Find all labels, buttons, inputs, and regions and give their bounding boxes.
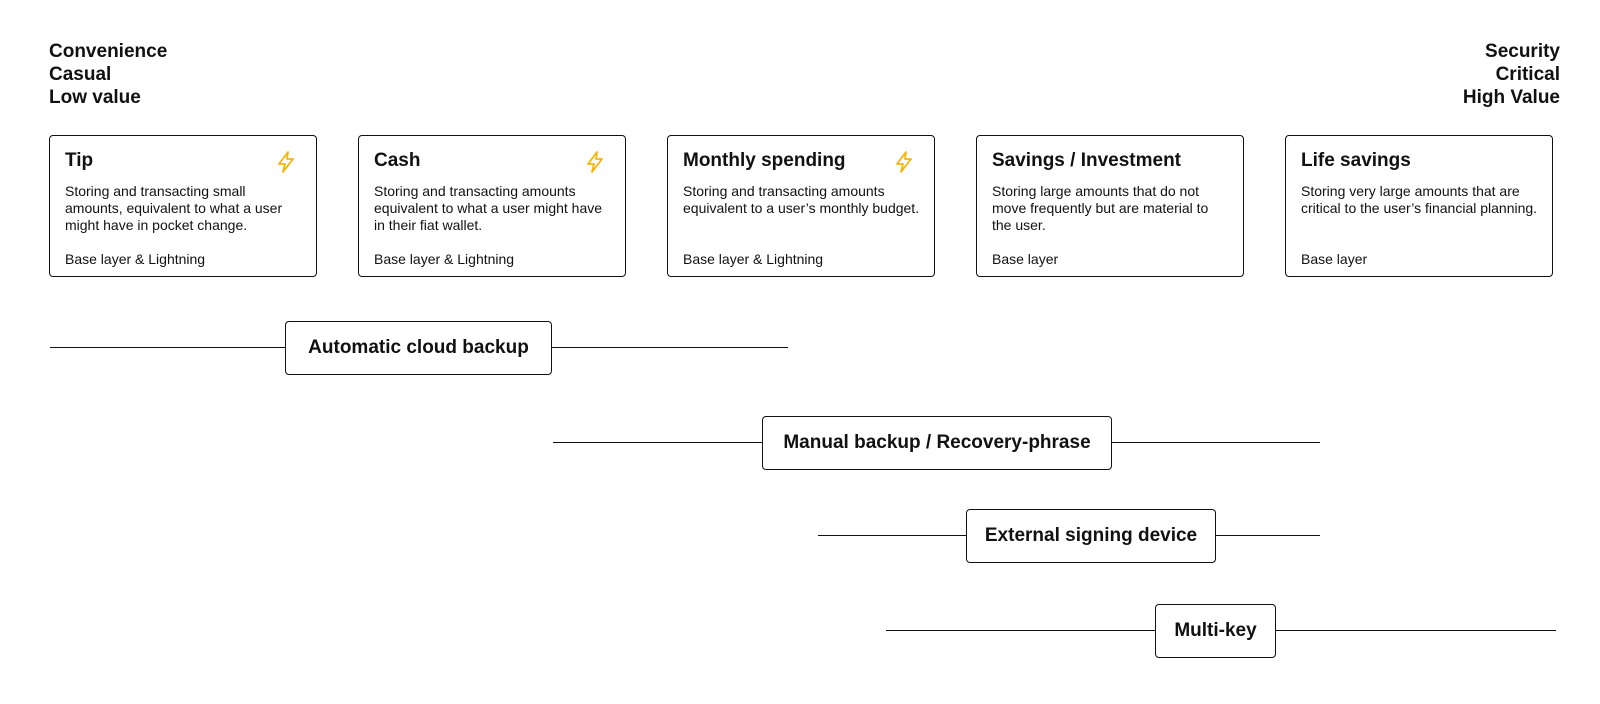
card-tip: Tip Storing and transacting small amount…: [49, 135, 317, 277]
card-title: Savings / Investment: [992, 150, 1182, 171]
card-description: Storing and transacting amounts equivale…: [374, 183, 603, 233]
axis-right-line-2: Critical: [1495, 64, 1560, 85]
lightning-icon: [278, 151, 294, 173]
automatic-cloud-backup-box: Automatic cloud backup: [285, 321, 552, 375]
axis-left-line-3: Low value: [49, 87, 141, 108]
method-label: Multi-key: [1174, 620, 1257, 641]
card-title: Tip: [65, 150, 94, 171]
card-layer: Base layer & Lightning: [683, 251, 824, 267]
axis-right-line-1: Security: [1485, 41, 1560, 62]
lightning-icon: [896, 151, 912, 173]
method-label: Automatic cloud backup: [308, 337, 529, 358]
card-title: Life savings: [1301, 150, 1411, 171]
security-axis-label: Security Critical High Value: [1463, 40, 1560, 109]
method-label: External signing device: [984, 525, 1198, 546]
lightning-icon: [587, 151, 603, 173]
card-title: Cash: [374, 150, 421, 171]
external-signing-device-box: External signing device: [966, 509, 1216, 563]
card-cash: Cash Storing and transacting amounts equ…: [358, 135, 626, 277]
axis-left-line-1: Convenience: [49, 41, 168, 62]
card-layer: Base layer & Lightning: [65, 251, 206, 267]
card-savings-investment: Savings / Investment Storing large amoun…: [976, 135, 1244, 277]
card-life-savings: Life savings Storing very large amounts …: [1285, 135, 1553, 277]
card-title: Monthly spending: [683, 150, 846, 171]
card-description: Storing large amounts that do not move f…: [992, 183, 1209, 233]
card-layer: Base layer: [992, 251, 1059, 267]
card-layer: Base layer & Lightning: [374, 251, 515, 267]
card-monthly-spending: Monthly spending Storing and transacting…: [667, 135, 935, 277]
axis-left-line-2: Casual: [49, 64, 112, 85]
card-description: Storing very large amounts that are crit…: [1301, 183, 1538, 216]
manual-backup-box: Manual backup / Recovery-phrase: [762, 416, 1112, 470]
axis-right-line-3: High Value: [1462, 87, 1560, 108]
multi-key-box: Multi-key: [1155, 604, 1276, 658]
method-label: Manual backup / Recovery-phrase: [783, 432, 1091, 453]
card-description: Storing and transacting small amounts, e…: [65, 183, 283, 233]
card-description: Storing and transacting amounts equivale…: [683, 183, 920, 216]
card-layer: Base layer: [1301, 251, 1368, 267]
convenience-axis-label: Convenience Casual Low value: [49, 40, 167, 109]
